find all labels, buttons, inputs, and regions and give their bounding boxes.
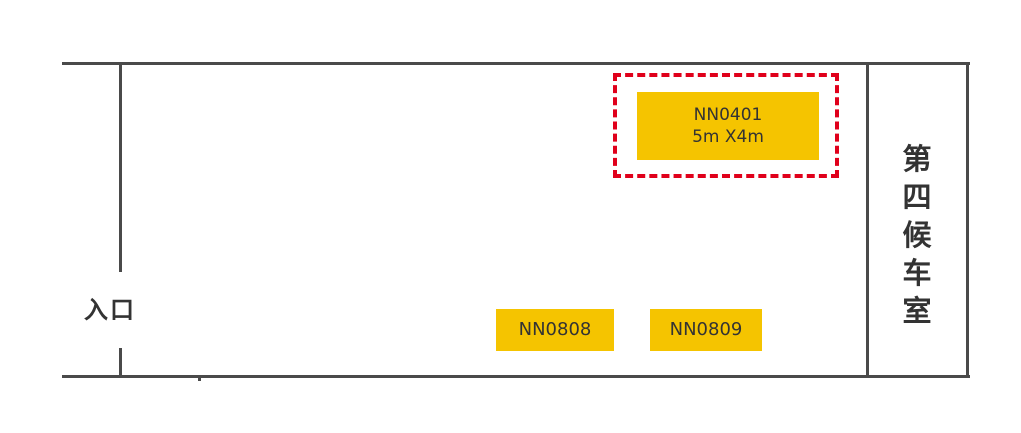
waiting-room-wall-left (866, 62, 869, 378)
booth-nn0401[interactable]: NN0401 5m X4m (637, 92, 819, 160)
booth-code: NN0808 (518, 319, 592, 340)
selected-booth-highlight (613, 73, 839, 178)
wall-tick-mark (198, 375, 201, 381)
entrance-label: 入口 (84, 296, 136, 324)
waiting-room-char: 室 (902, 294, 932, 328)
booth-size: 5m X4m (692, 127, 764, 147)
waiting-room-wall-right (966, 62, 969, 378)
entrance-wall-upper (119, 62, 122, 272)
waiting-room-char: 第 (902, 142, 932, 176)
top-wall (62, 62, 970, 65)
waiting-room-char: 车 (902, 256, 932, 290)
bottom-wall (62, 375, 970, 378)
entrance-wall-lower (119, 348, 122, 378)
booth-nn0809[interactable]: NN0809 (650, 309, 762, 351)
booth-nn0808[interactable]: NN0808 (496, 309, 614, 351)
waiting-room-char: 四 (902, 180, 932, 214)
booth-code: NN0401 (693, 105, 763, 125)
booth-code: NN0809 (669, 319, 743, 340)
waiting-room-char: 候 (902, 218, 932, 252)
waiting-room-label: 第 四 候 车 室 (868, 140, 966, 330)
